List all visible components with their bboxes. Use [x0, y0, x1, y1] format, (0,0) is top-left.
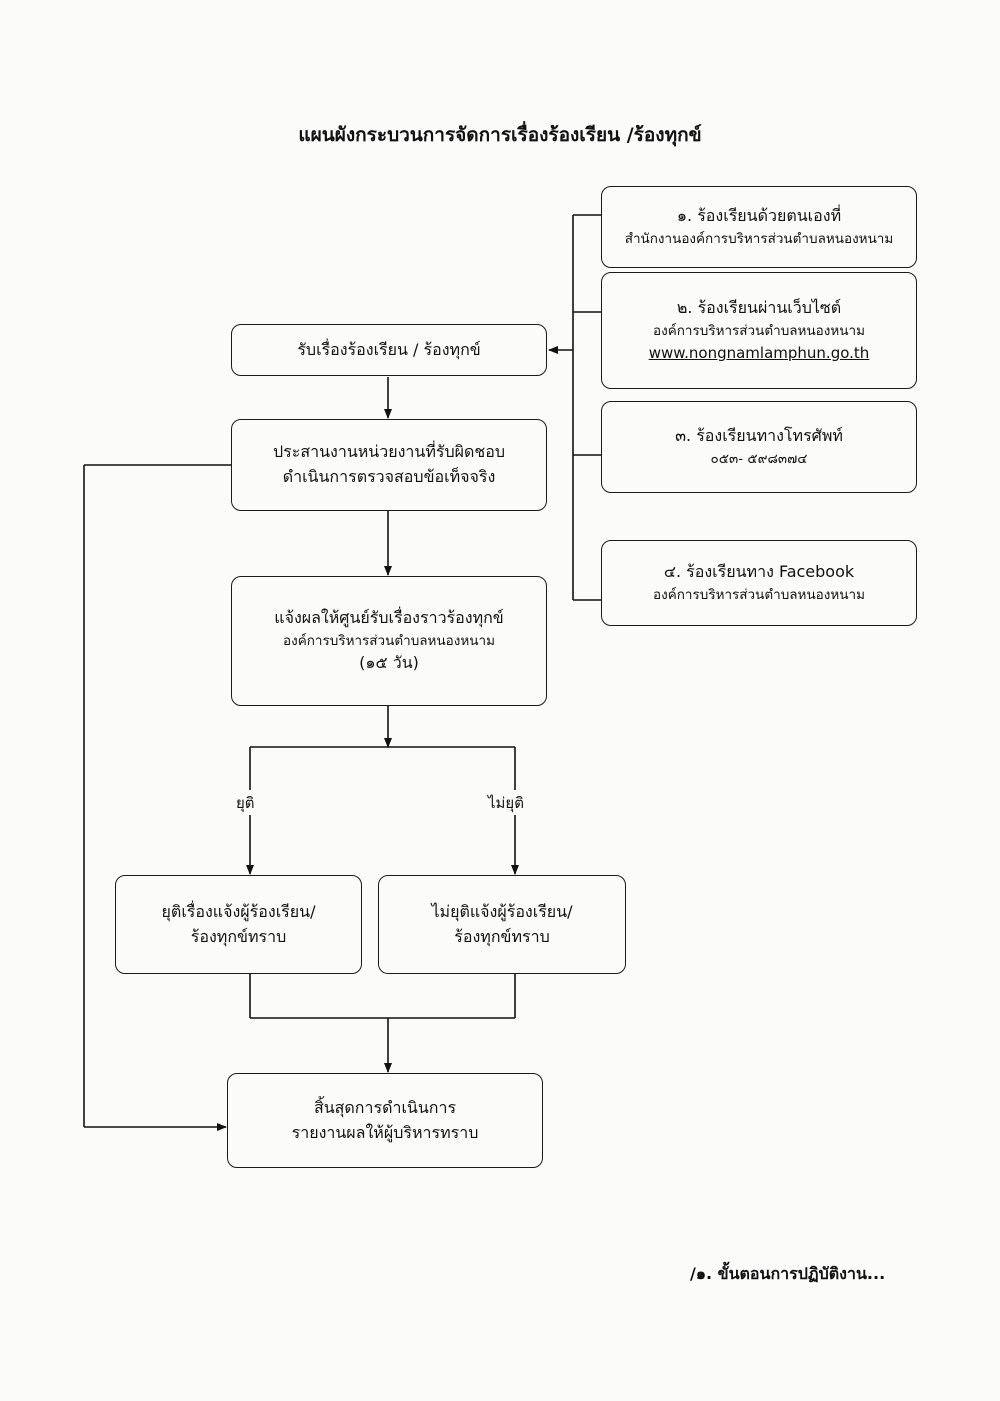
channel-title: ๓. ร้องเรียนทางโทรศัพท์ [675, 426, 843, 446]
step-unresolved: ไม่ยุติแจ้งผู้ร้องเรียน/ ร้องทุกข์ทราบ [378, 875, 626, 974]
step-label: องค์การบริหารส่วนตำบลหนองหนาม [283, 632, 495, 649]
step-receive: รับเรื่องร้องเรียน / ร้องทุกข์ [231, 324, 547, 376]
page-title: แผนผังกระบวนการจัดการเรื่องร้องเรียน /ร้… [298, 124, 702, 146]
website-link[interactable]: www.nongnamlamphun.go.th [648, 343, 870, 362]
branch-label-resolved: ยุติ [236, 794, 255, 812]
channel-detail: สำนักงานองค์การบริหารส่วนตำบลหนองหนาม [624, 230, 894, 247]
channel-title: ๔. ร้องเรียนทาง Facebook [663, 562, 855, 582]
step-resolved: ยุติเรื่องแจ้งผู้ร้องเรียน/ ร้องทุกข์ทรา… [115, 875, 362, 974]
step-label: ร้องทุกข์ทราบ [454, 926, 550, 946]
step-label: (๑๕ วัน) [359, 653, 419, 673]
step-label: รายงานผลให้ผู้บริหารทราบ [291, 1122, 479, 1142]
channel-box-in-person: ๑. ร้องเรียนด้วยตนเองที่ สำนักงานองค์การ… [601, 186, 917, 268]
channel-detail: องค์การบริหารส่วนตำบลหนองหนาม [653, 322, 865, 339]
step-notify: แจ้งผลให้ศูนย์รับเรื่องราวร้องทุกข์ องค์… [231, 576, 547, 706]
step-coordinate: ประสานงานหน่วยงานที่รับผิดชอบ ดำเนินการต… [231, 419, 547, 511]
step-end: สิ้นสุดการดำเนินการ รายงานผลให้ผู้บริหาร… [227, 1073, 543, 1168]
channel-detail: องค์การบริหารส่วนตำบลหนองหนาม [653, 586, 865, 603]
step-label: ประสานงานหน่วยงานที่รับผิดชอบ [272, 442, 506, 462]
branch-label-unresolved: ไม่ยุติ [488, 794, 524, 812]
channel-box-facebook: ๔. ร้องเรียนทาง Facebook องค์การบริหารส่… [601, 540, 917, 626]
step-label: ดำเนินการตรวจสอบข้อเท็จจริง [282, 467, 496, 486]
channel-title: ๒. ร้องเรียนผ่านเว็บไซต์ [676, 298, 842, 318]
step-label: รับเรื่องร้องเรียน / ร้องทุกข์ [297, 339, 481, 359]
step-label: ยุติเรื่องแจ้งผู้ร้องเรียน/ [161, 901, 316, 921]
step-label: แจ้งผลให้ศูนย์รับเรื่องราวร้องทุกข์ [274, 607, 504, 627]
page-footer-note: /๑. ขั้นตอนการปฏิบัติงาน... [690, 1264, 886, 1283]
step-label: สิ้นสุดการดำเนินการ [313, 1097, 457, 1117]
step-label: ร้องทุกข์ทราบ [190, 926, 287, 946]
channel-box-phone: ๓. ร้องเรียนทางโทรศัพท์ ๐๕๓- ๕๙๘๓๗๔ [601, 401, 917, 493]
step-label: ไม่ยุติแจ้งผู้ร้องเรียน/ [431, 901, 573, 921]
channel-title: ๑. ร้องเรียนด้วยตนเองที่ [676, 206, 842, 226]
channel-box-website: ๒. ร้องเรียนผ่านเว็บไซต์ องค์การบริหารส่… [601, 272, 917, 389]
channel-detail: ๐๕๓- ๕๙๘๓๗๔ [710, 450, 808, 467]
